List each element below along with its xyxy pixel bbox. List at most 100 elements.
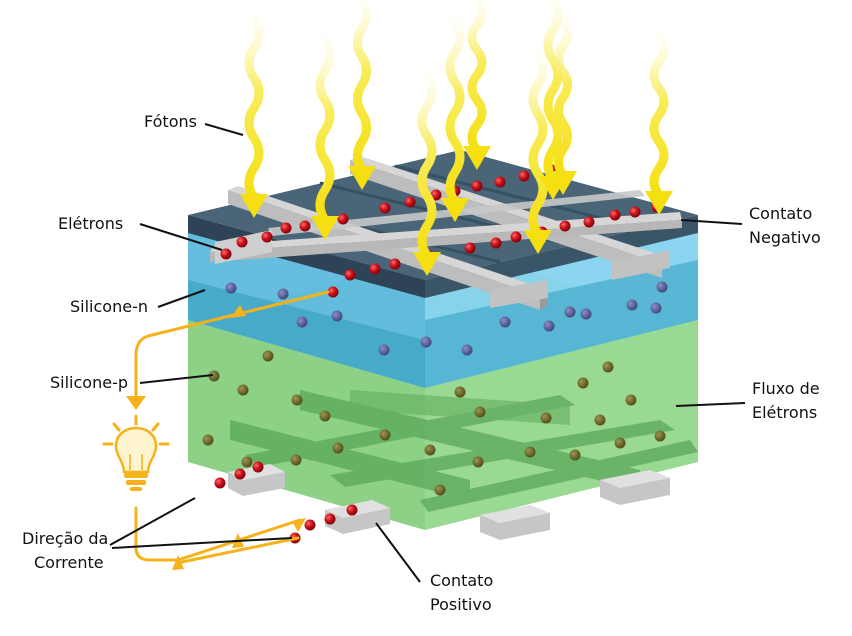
hole (474, 406, 486, 418)
electron (369, 263, 381, 275)
electron (464, 242, 476, 254)
current-arrow-icon (126, 396, 146, 410)
current-circuit (134, 290, 330, 564)
electron (583, 216, 595, 228)
electron (299, 220, 311, 232)
hole (424, 444, 436, 456)
electron (471, 180, 483, 192)
label-electrons: Elétrons (58, 214, 123, 233)
current-arrow-icon (292, 518, 306, 532)
n-particle (499, 316, 511, 328)
photon-wave-icon (441, 17, 469, 222)
n-particle (656, 281, 668, 293)
n-particle (564, 306, 576, 318)
hole (577, 377, 589, 389)
label-current-direction-1: Direção da (22, 529, 108, 548)
hole (434, 484, 446, 496)
n-particle (650, 302, 662, 314)
electron (337, 213, 349, 225)
hole (319, 410, 331, 422)
label-positive-contact-2: Positivo (430, 595, 492, 614)
hole (262, 350, 274, 362)
photon-wave-icon (549, 15, 577, 195)
hole (654, 430, 666, 442)
n-particle (296, 316, 308, 328)
hole (540, 412, 552, 424)
lightbulb-icon (102, 414, 170, 491)
hole (332, 442, 344, 454)
electron (346, 504, 358, 516)
hole (454, 386, 466, 398)
label-electron-flow-1: Fluxo de (752, 379, 820, 398)
electron (510, 231, 522, 243)
electron (404, 196, 416, 208)
current-wire-bottom-2 (180, 536, 300, 564)
electron (559, 220, 571, 232)
hole (472, 456, 484, 468)
hole (237, 384, 249, 396)
electron (609, 209, 621, 221)
photon-wave-icon (240, 13, 268, 218)
current-wire-top (134, 290, 330, 400)
hole (379, 429, 391, 441)
current-wire-bottom (134, 506, 302, 562)
electron (494, 176, 506, 188)
hole (625, 394, 637, 406)
n-particle (461, 344, 473, 356)
electron (220, 248, 232, 260)
electron (518, 170, 530, 182)
label-silicon-p: Silicone-p (50, 373, 128, 392)
electron (379, 202, 391, 214)
photon-wave-icon (463, 0, 491, 170)
p-back-grid (230, 390, 698, 512)
label-silicon-n: Silicone-n (70, 297, 148, 316)
electron (324, 513, 336, 525)
hole (569, 449, 581, 461)
label-photons: Fótons (144, 112, 197, 131)
n-particle (277, 288, 289, 300)
electron (304, 519, 316, 531)
hole (594, 414, 606, 426)
photon-wave-icon (524, 49, 552, 254)
n-particle (543, 320, 555, 332)
leader-lines (109, 123, 746, 583)
hole (208, 370, 220, 382)
n-particle (626, 299, 638, 311)
holes-group (202, 350, 666, 496)
hole (202, 434, 214, 446)
electron (280, 222, 292, 234)
photon-wave-icon (311, 35, 339, 240)
photon-wave-icon (348, 0, 376, 190)
electron (327, 286, 339, 298)
hole (291, 394, 303, 406)
n-particle (420, 336, 432, 348)
n-particle (378, 344, 390, 356)
hole (602, 361, 614, 373)
electron (344, 269, 356, 281)
photon-wave-icon (645, 30, 673, 215)
electron (214, 477, 226, 489)
n-particles-group (225, 281, 668, 356)
current-arrow-icon (230, 305, 246, 318)
electron (430, 189, 442, 201)
n-particle (331, 310, 343, 322)
electron (490, 237, 502, 249)
hole (290, 454, 302, 466)
label-negative-contact-2: Negativo (749, 228, 821, 247)
electron (236, 236, 248, 248)
electron (234, 468, 246, 480)
hole (614, 437, 626, 449)
hole (241, 456, 253, 468)
n-particle (225, 282, 237, 294)
electron (252, 461, 264, 473)
photons-group (240, 0, 673, 276)
photon-wave-icon (413, 71, 441, 276)
electron (629, 206, 641, 218)
current-arrow-icon (172, 555, 184, 570)
electron (389, 258, 401, 270)
hole (524, 446, 536, 458)
n-particle (580, 308, 592, 320)
label-electron-flow-2: Elétrons (752, 403, 817, 422)
